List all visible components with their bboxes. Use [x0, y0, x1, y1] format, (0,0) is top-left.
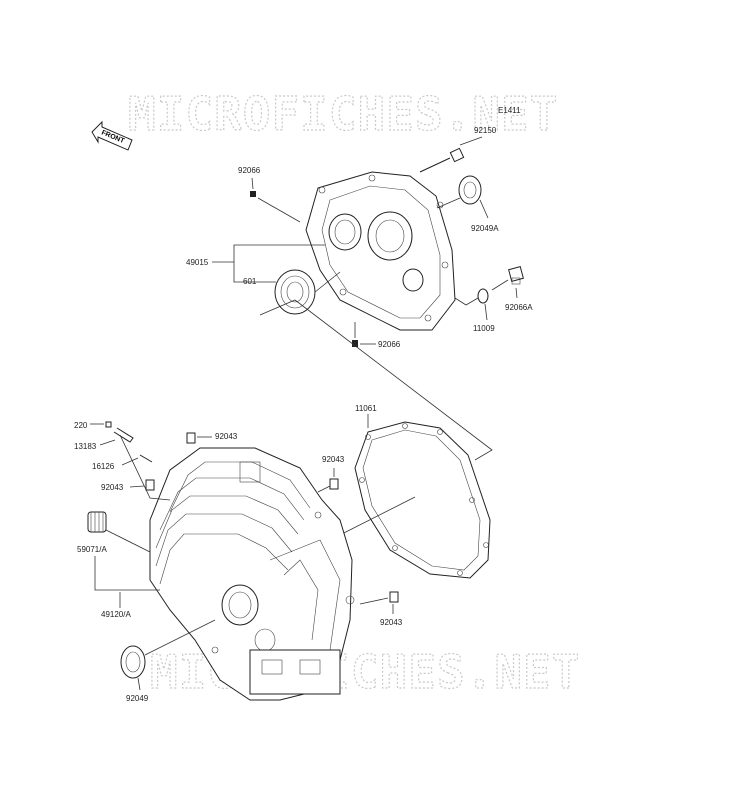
- bearing-601: [274, 269, 341, 315]
- crankcase: [149, 447, 355, 701]
- dowel-92043-c: [317, 468, 339, 493]
- label-92066A: 92066A: [505, 303, 533, 312]
- pin-16126: [119, 434, 171, 501]
- dowel-pin-92066-top: [250, 177, 301, 223]
- label-49015: 49015: [186, 258, 209, 267]
- dowel-92043-b: [186, 432, 212, 444]
- leader-49015-bearing: [233, 262, 276, 283]
- oil-seal-92049A: [436, 175, 489, 219]
- label-92150: 92150: [474, 126, 497, 135]
- plate-13183: [99, 427, 134, 446]
- gasket-11061: [354, 414, 491, 579]
- dowel-92043-d: [359, 591, 399, 614]
- label-92043-d: 92043: [380, 618, 403, 627]
- label-13183: 13183: [74, 442, 97, 451]
- bolt-92150: [419, 136, 483, 173]
- crankcase-cover: [305, 171, 456, 331]
- watermark-top: MICROFICHES.NET: [128, 87, 558, 141]
- bushing-59071A: [87, 511, 151, 553]
- label-92043-b: 92043: [215, 432, 238, 441]
- bolt-220: [90, 421, 112, 428]
- label-11009: 11009: [473, 324, 495, 333]
- oil-seal-92049: [120, 619, 216, 691]
- assembly-line-cover-gasket: [259, 299, 493, 461]
- label-92043-a: 92043: [101, 483, 124, 492]
- label-92049: 92049: [126, 694, 149, 703]
- front-arrow-icon: FRONT: [91, 120, 133, 151]
- label-601: 601: [243, 277, 257, 286]
- washer-11009: [454, 288, 489, 321]
- label-92066-top: 92066: [238, 166, 261, 175]
- label-59071A: 59071/A: [77, 545, 107, 554]
- label-220: 220: [74, 421, 88, 430]
- label-92066-bottom: 92066: [378, 340, 401, 349]
- leader-49120A: [94, 556, 160, 591]
- dowel-pin-92066-bottom: [352, 322, 376, 347]
- label-16126: 16126: [92, 462, 115, 471]
- diagram-code: E1411: [498, 106, 521, 115]
- label-92043-c: 92043: [322, 455, 345, 464]
- label-92049A: 92049A: [471, 224, 499, 233]
- label-49120A: 49120/A: [101, 610, 131, 619]
- label-11061: 11061: [355, 404, 377, 413]
- plug-92066A: [491, 266, 524, 299]
- leader-49015-cover: [212, 244, 325, 263]
- dowel-92043-a: [129, 479, 155, 491]
